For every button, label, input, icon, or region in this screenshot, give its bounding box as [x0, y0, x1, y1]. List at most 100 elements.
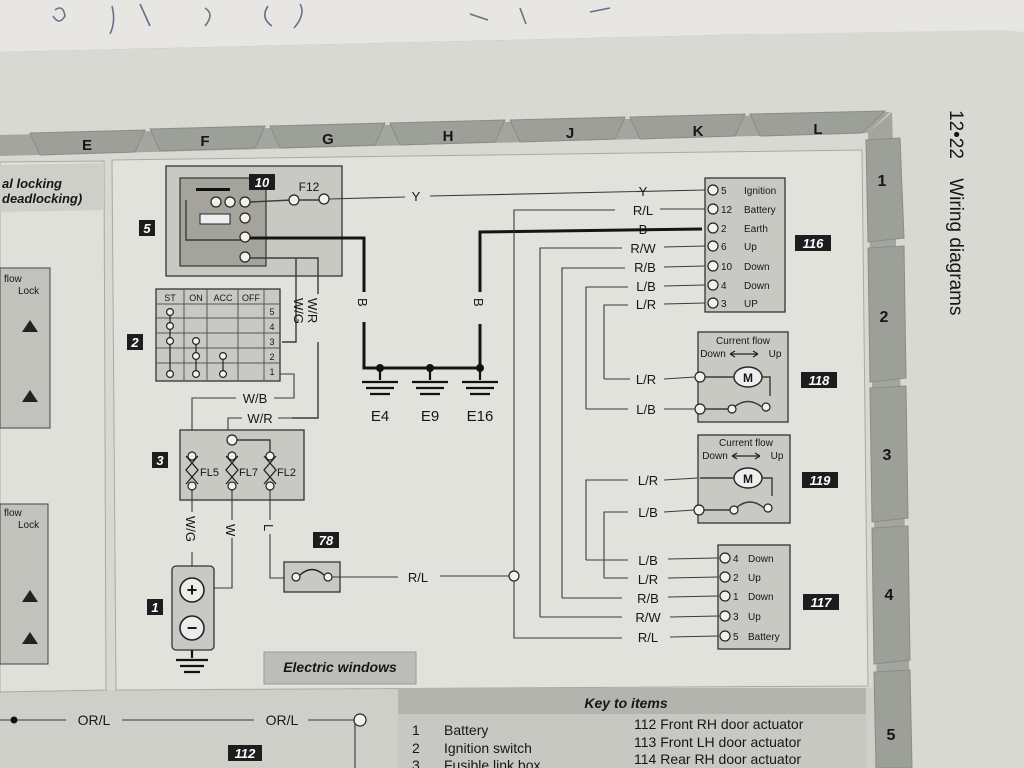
central-locking-title-2: deadlocking) — [2, 191, 82, 206]
earth-symbol-icon — [362, 368, 498, 396]
wire-lb-label: L/B — [638, 505, 658, 520]
svg-text:2: 2 — [130, 335, 139, 350]
badge-116: 116 — [795, 235, 831, 251]
earth-e9-label: E9 — [421, 408, 439, 425]
motor-terminal — [693, 504, 705, 516]
row-label: 3 — [883, 447, 892, 464]
motor-up-label: Up — [771, 451, 784, 462]
motor-up-label: Up — [769, 349, 782, 360]
switch-116-pin-number: 6 — [721, 242, 727, 253]
relay-terminal — [210, 196, 222, 208]
fusible-link-terminal — [227, 481, 237, 491]
relay-78-terminal — [323, 572, 333, 582]
row-tab-4: 4 — [871, 525, 911, 665]
wire-rw — [539, 245, 706, 617]
svg-text:117: 117 — [811, 595, 832, 610]
column-label: F — [200, 133, 209, 150]
motor-terminal — [694, 403, 706, 415]
scrap-paper — [0, 0, 1024, 52]
fusible-link-box[interactable]: FL5 FL7 FL2 — [179, 429, 305, 501]
svg-text:1: 1 — [151, 600, 158, 615]
switch-116-pin-label: Up — [744, 242, 757, 253]
motor-terminal — [761, 402, 771, 412]
row-tab-1: 1 — [865, 137, 905, 243]
current-flow-label: Current flow — [716, 336, 771, 347]
badge-2: 2 — [127, 334, 143, 350]
switch-116-pin — [707, 222, 719, 234]
ignition-contact — [219, 370, 228, 379]
wire-lb-label: L/B — [636, 402, 656, 417]
battery-minus-icon — [179, 615, 205, 641]
column-tab-k: K — [629, 113, 746, 140]
left-diode-icon — [22, 590, 38, 644]
orl-terminal — [353, 713, 367, 727]
earth-e16-label: E16 — [467, 408, 494, 425]
switch-116-pin-number: 3 — [721, 299, 727, 310]
wire-rb — [561, 265, 706, 598]
wire-rl-label: R/L — [633, 203, 653, 218]
wire-orl-label: OR/L — [266, 712, 299, 728]
fuse-fl5-label: FL5 — [200, 467, 219, 479]
wire-orl-label: OR/L — [78, 712, 111, 728]
left-motor-box-2 — [0, 503, 49, 665]
wire-rb-label: R/B — [634, 260, 656, 275]
fusible-link-icon — [185, 455, 277, 485]
motor-symbol: M — [743, 371, 753, 385]
battery-plus-symbol: + — [187, 580, 198, 600]
battery[interactable]: + − — [171, 565, 215, 674]
wire-rw-label: R/W — [635, 610, 661, 625]
fusible-link-terminal — [265, 481, 275, 491]
switch-117-pin — [719, 590, 731, 602]
fusible-link-terminal — [265, 451, 275, 461]
f12-terminal — [318, 193, 330, 205]
motor-terminal — [727, 404, 737, 414]
wire-lr-label: L/R — [636, 297, 656, 312]
wire-wb-label: W/B — [243, 391, 268, 406]
ignition-contact — [219, 352, 228, 361]
ignition-row: 4 — [269, 322, 274, 332]
switch-117-pin-number: 4 — [733, 554, 739, 565]
motor-118-wiring — [702, 376, 771, 410]
diagram-label-box: Electric windows — [263, 651, 417, 685]
badge-118: 118 — [801, 372, 837, 388]
window-motor-119[interactable]: Current flow Down Up M — [693, 434, 791, 524]
row-label: 4 — [885, 587, 894, 604]
badge-78: 78 — [313, 532, 339, 548]
fuse-fl7-label: FL7 — [239, 467, 258, 479]
battery-plus-icon — [179, 577, 205, 603]
column-tab-g: G — [269, 122, 386, 149]
window-motor-118[interactable]: Current flow Down Up M — [694, 331, 789, 423]
switch-117-pin — [719, 571, 731, 583]
current-flow-arrow-icon — [729, 350, 759, 358]
battery-earth-icon — [176, 650, 208, 674]
ignition-header: OFF — [242, 293, 260, 303]
ignition-row: 1 — [269, 367, 274, 377]
switch-116-pin-label: Down — [744, 281, 770, 292]
switch-116-pin-number: 12 — [721, 205, 733, 216]
ignition-switch[interactable]: ST ON ACC OFF 5 4 3 2 1 — [155, 288, 281, 382]
relay-coil-icon — [199, 213, 231, 225]
wire-b-label: B — [471, 298, 486, 307]
scrap-handwriting — [52, 3, 611, 35]
wire-y — [328, 189, 706, 200]
wire-wr-fusebox — [227, 417, 292, 430]
wire-wr-label: W/R — [247, 411, 272, 426]
badge-119: 119 — [802, 472, 838, 488]
left-flow-label: flow — [4, 508, 23, 519]
wire-wb — [191, 373, 295, 430]
ignition-contact — [166, 370, 175, 379]
battery-minus-symbol: − — [187, 618, 198, 638]
relay-78[interactable] — [283, 561, 341, 593]
relay-78-terminal — [291, 572, 301, 582]
page-number: 12•22 — [945, 110, 966, 159]
key-header-bg — [398, 688, 866, 714]
fuse-fl2-label: FL2 — [277, 467, 296, 479]
switch-117-pin-number: 1 — [733, 592, 739, 603]
ignition-contact — [192, 352, 201, 361]
switch-117-pin — [719, 552, 731, 564]
column-tab-h: H — [389, 119, 506, 146]
